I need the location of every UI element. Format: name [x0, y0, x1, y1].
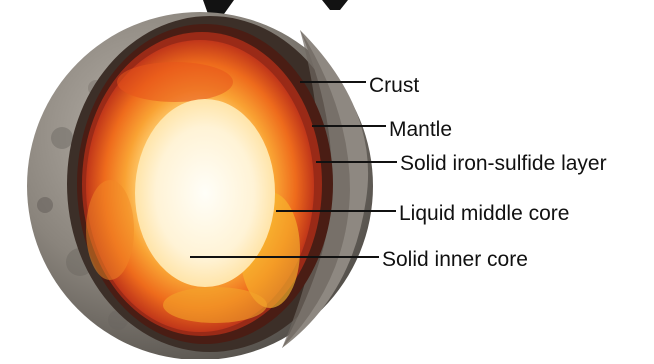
label-crust: Crust: [369, 74, 419, 98]
inner-core: [135, 99, 275, 287]
label-liquid-middle-core: Liquid middle core: [399, 202, 569, 226]
crater: [37, 197, 53, 213]
label-solid-inner-core: Solid inner core: [382, 248, 528, 272]
cropped-title-glyphs: [203, 0, 348, 14]
core-swirl: [86, 180, 134, 280]
label-mantle: Mantle: [389, 118, 452, 142]
core-swirl: [163, 287, 267, 323]
core-swirl: [117, 62, 233, 102]
crater: [51, 127, 73, 149]
label-solid-iron-sulfide-layer: Solid iron-sulfide layer: [400, 152, 607, 176]
planet-body: [27, 12, 373, 359]
